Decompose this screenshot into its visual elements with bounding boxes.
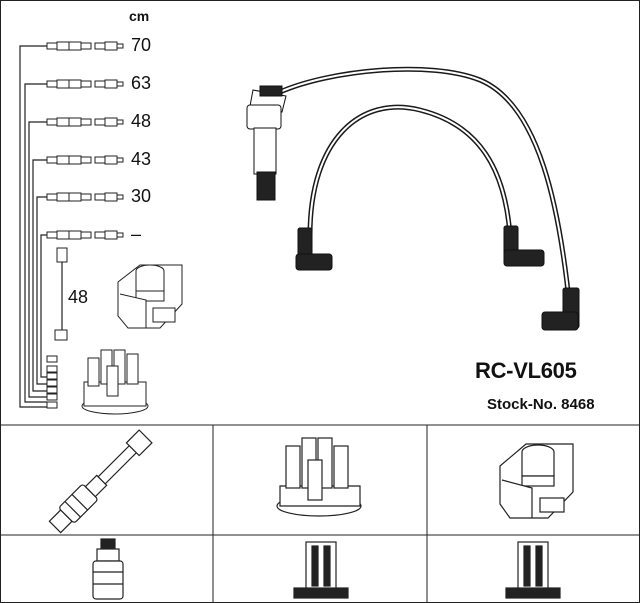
lead-connector-segment (68, 41, 82, 51)
cap-small (81, 349, 149, 415)
lead-length-label: 30 (131, 186, 152, 206)
lead-connector-segment (80, 156, 92, 164)
lead-connector-segment (56, 41, 70, 51)
lead-connector-segment (104, 155, 118, 165)
lead-connectors (46, 41, 124, 240)
lead-connector-segment (46, 193, 58, 201)
lead-connector-segment (56, 155, 70, 165)
lead-connector-segment (80, 231, 92, 239)
coil-small (117, 264, 183, 329)
angle-boot-left (295, 227, 333, 271)
lead-connector-segment (104, 117, 118, 127)
stock-number: Stock-No. 8468 (487, 396, 595, 413)
product-code: RC-VL605 (475, 358, 577, 383)
lead-length-label: 63 (131, 73, 152, 93)
lead-connector-segment (104, 192, 118, 202)
lead-connector-segment (80, 193, 92, 201)
lead-connector-segment (94, 118, 106, 126)
lead-length-label: 43 (131, 149, 152, 169)
lead-connector-segment (46, 156, 58, 164)
bundle-line-63 (24, 83, 57, 403)
lead-connector-segment (80, 80, 92, 88)
lead-connector-segment (104, 79, 118, 89)
lead-connector-segment (116, 119, 124, 125)
lead-connector-segment (104, 230, 118, 240)
lead-connector-segment (80, 118, 92, 126)
lead-connector-segment (46, 118, 58, 126)
angle-boot-middle (503, 225, 545, 267)
lead-connector-segment (68, 117, 82, 127)
lead-connector-segment (46, 231, 58, 239)
bundle-line-43 (32, 159, 57, 392)
lead-connector-segment (94, 80, 106, 88)
lead-connector-segment (68, 230, 82, 240)
lead-connector-segment (68, 155, 82, 165)
cap-terminal-icon (293, 541, 349, 599)
main-cable-loop (307, 104, 513, 238)
bundle-line-70 (19, 45, 47, 408)
bundle-line-48 (28, 121, 57, 398)
lead-connector-segment (56, 117, 70, 127)
bundle-terminals (46, 247, 68, 409)
spark-plug-icon (48, 429, 153, 534)
lead-connector-segment (94, 156, 106, 164)
lead-connector-segment (116, 81, 124, 87)
distributor-cap-icon (276, 437, 362, 517)
coil-lead-length-label: 48 (68, 287, 89, 307)
angle-boot-right (541, 287, 580, 331)
lead-connector-segment (56, 192, 70, 202)
lead-length-label: – (131, 224, 142, 244)
lead-connector-segment (94, 231, 106, 239)
ignition-coil-icon (499, 443, 574, 519)
lead-connector-segment (68, 79, 82, 89)
plug-boot-long (246, 85, 287, 201)
main-cable-long (277, 66, 573, 313)
lead-length-label: 70 (131, 35, 152, 55)
lead-connector-segment (80, 42, 92, 50)
lead-connector-segment (94, 42, 106, 50)
unit-label: cm (129, 8, 150, 24)
lead-connector-segment (46, 42, 58, 50)
lead-connector-segment (68, 192, 82, 202)
lead-connector-segment (94, 193, 106, 201)
lead-connector-segment (116, 232, 124, 238)
lead-length-label: 48 (131, 111, 152, 131)
lead-connector-segment (46, 80, 58, 88)
lead-connector-segment (116, 194, 124, 200)
lead-connector-segment (116, 43, 124, 49)
lead-connector-segment (56, 79, 70, 89)
lead-connector-segment (104, 41, 118, 51)
coil-terminal-icon (505, 541, 561, 599)
lead-connector-segment (56, 230, 70, 240)
plug-connector-icon (92, 538, 124, 600)
lead-connector-segment (116, 157, 124, 163)
